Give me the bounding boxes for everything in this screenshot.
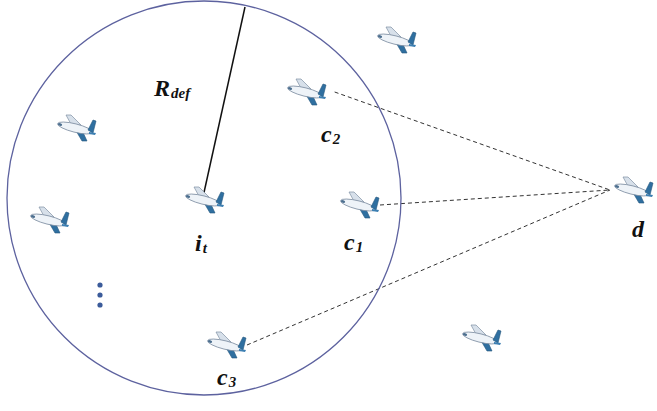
- radius-label: Rdef: [154, 74, 190, 101]
- aircraft-label: c2: [321, 120, 335, 147]
- aircraft-icon: [462, 325, 501, 351]
- aircraft-node: it: [181, 185, 225, 256]
- link-line: [380, 190, 610, 205]
- aircraft-node: c2: [283, 77, 335, 147]
- aircraft-icon: [57, 115, 96, 141]
- aircraft-label: c3: [217, 363, 236, 390]
- aircraft-icon: [181, 185, 225, 215]
- radius-line: [203, 7, 245, 197]
- aircraft-node: c3: [203, 330, 247, 390]
- coverage-region: c2 it c1 c3 Rdef: [6, 0, 402, 396]
- link-line: [335, 92, 610, 190]
- aircraft-label: d: [632, 215, 645, 241]
- aircraft-node: d: [610, 175, 654, 242]
- aircraft-node: c1: [336, 190, 380, 255]
- aircraft-icon: [377, 27, 416, 53]
- ellipsis-dot: [97, 302, 102, 307]
- range-circle: [7, 1, 401, 395]
- aircraft-icon: [610, 175, 654, 205]
- aircraft-icon: [283, 77, 327, 107]
- aircraft-label: it: [195, 229, 207, 256]
- aircraft-icon: [30, 207, 69, 233]
- link-line: [247, 190, 610, 345]
- ellipsis-dot: [97, 282, 102, 287]
- aircraft-label: c1: [344, 228, 363, 255]
- ellipsis-dot: [97, 292, 102, 297]
- aircraft-icon: [203, 330, 247, 360]
- aircraft-icon: [336, 190, 380, 220]
